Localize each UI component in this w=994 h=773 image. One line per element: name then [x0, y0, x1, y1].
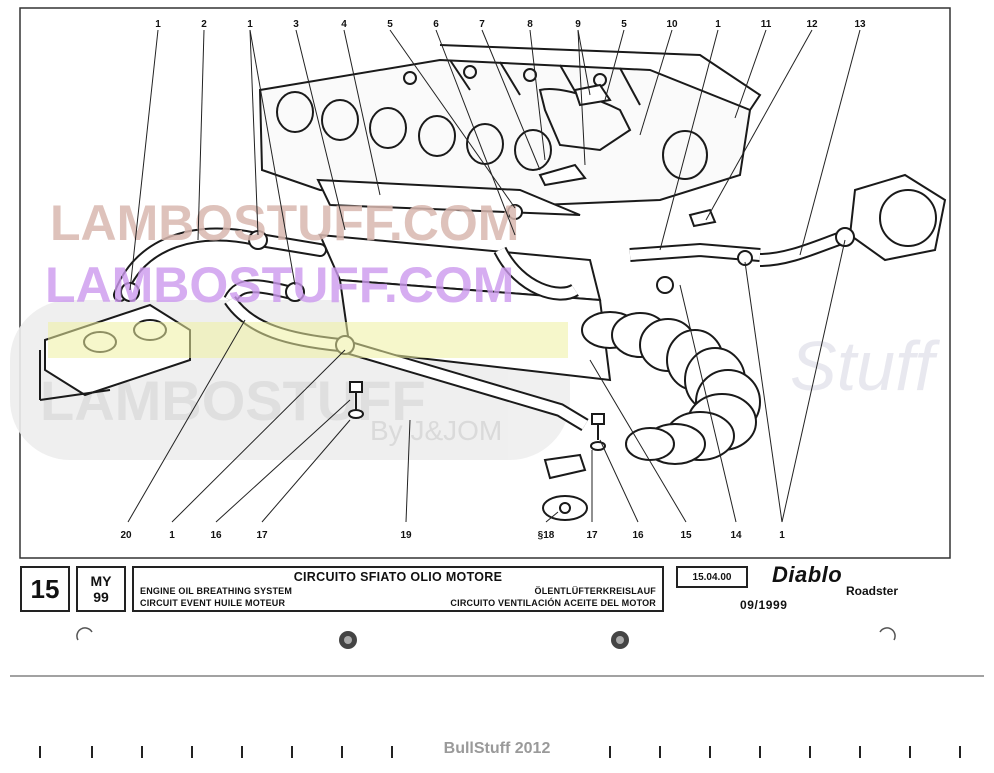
- page-number: 15: [20, 566, 70, 612]
- callout-label: 11: [761, 19, 772, 30]
- callout-label: 12: [806, 19, 818, 30]
- callout-label: §18: [538, 530, 555, 541]
- callout-label: 4: [341, 19, 347, 30]
- callout-label: 10: [666, 19, 678, 30]
- callout-label: 17: [586, 530, 598, 541]
- callout-label: 16: [210, 530, 222, 541]
- callout-label: 17: [256, 530, 268, 541]
- callout-label: 1: [779, 530, 785, 541]
- callout-label: 2: [201, 19, 207, 30]
- callout-label: 13: [854, 19, 866, 30]
- callouts-top: 1 2 1 3 4 5 6 7 8 9 5 10 1 11 12 13: [155, 19, 866, 30]
- watermark-text-pink: LAMBOSTUFF.COM: [50, 195, 519, 251]
- issue-date: 15.04.00: [676, 566, 748, 588]
- callout-label: 16: [632, 530, 644, 541]
- bottom-ticks: [39, 746, 961, 758]
- binder-hole-icon: [76, 627, 93, 641]
- model-date: 09/1999: [740, 598, 788, 612]
- corrugated-hose: [581, 311, 761, 465]
- engine-head: [258, 44, 762, 207]
- callout-label: 6: [433, 19, 439, 30]
- model-logo: Diablo: [772, 562, 843, 587]
- model-variant: Roadster: [846, 584, 899, 598]
- model-year-label: MY: [90, 573, 112, 589]
- binder-holes: [76, 627, 896, 641]
- callout-label: 8: [527, 19, 533, 30]
- callout-label: 15: [680, 530, 692, 541]
- registration-marks: [339, 631, 629, 649]
- callout-label: 20: [120, 530, 132, 541]
- callout-label: 1: [155, 19, 161, 30]
- callout-label: 14: [730, 530, 742, 541]
- footer-credit: BullStuff 2012: [443, 740, 551, 757]
- watermark-overlay: LAMBOSTUFF.COM LAMBOSTUFF.COM: [45, 195, 568, 358]
- binder-hole-icon: [879, 627, 896, 641]
- watermark-text-purple: LAMBOSTUFF.COM: [45, 257, 514, 313]
- watermark-byline: By J&JOM: [370, 415, 502, 446]
- title-french: CIRCUIT EVENT HUILE MOTEUR: [140, 598, 286, 608]
- model-year-box: MY 99: [76, 566, 126, 612]
- callout-label: 3: [293, 19, 299, 30]
- title-english: ENGINE OIL BREATHING SYSTEM: [140, 586, 293, 596]
- title-spanish: CIRCUITO VENTILACIÓN ACEITE DEL MOTOR: [450, 598, 656, 608]
- callout-label: 5: [387, 19, 393, 30]
- callout-label: 1: [715, 19, 721, 30]
- callout-label: 1: [169, 530, 175, 541]
- model-year-value: 99: [93, 589, 109, 605]
- title-box: CIRCUITO SFIATO OLIO MOTORE ENGINE OIL B…: [132, 566, 664, 612]
- watermark-script: Stuff: [790, 327, 941, 405]
- leader-lines: [127, 29, 861, 523]
- title-italian: CIRCUITO SFIATO OLIO MOTORE: [293, 570, 503, 584]
- callout-label: 9: [575, 19, 581, 30]
- callouts-bottom: 20 1 16 17 19 §18 17 16 15 14 1: [120, 530, 785, 541]
- title-german: ÖLENTLÜFTERKREISLAUF: [534, 586, 656, 596]
- callout-label: 5: [621, 19, 627, 30]
- callout-label: 1: [247, 19, 253, 30]
- callout-label: 19: [400, 530, 412, 541]
- filter-flange: [848, 173, 947, 262]
- callout-label: 7: [479, 19, 485, 30]
- diagram-frame: [19, 7, 951, 559]
